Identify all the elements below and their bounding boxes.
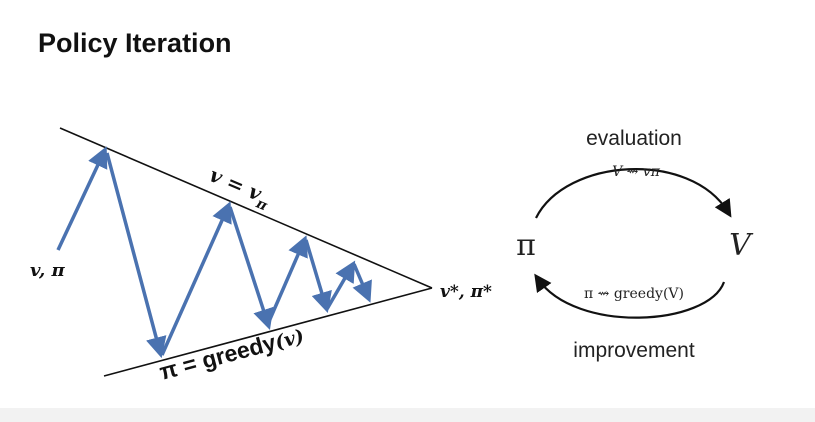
bottom-line-pi-greedy — [103, 287, 433, 377]
slide-title: Policy Iteration — [38, 28, 232, 58]
top-line-v-equals-vpi — [59, 127, 433, 289]
convergence-label: v*, π* — [440, 282, 492, 302]
arrow-5-up — [265, 235, 308, 327]
arrow-1-up — [56, 146, 108, 251]
arrow-7-up — [325, 260, 356, 310]
v-symbol: V — [729, 228, 754, 263]
bottom-line-label-main: π = greedy — [157, 329, 279, 385]
arrow-2-down — [105, 152, 167, 359]
bottom-line-label: π = greedy(v) — [157, 321, 307, 385]
evaluation-arc — [535, 168, 732, 219]
arrow-4-down — [228, 206, 274, 330]
zigzag-arrows — [56, 146, 372, 359]
improvement-arc — [534, 273, 726, 319]
pi-symbol: π — [516, 228, 536, 263]
improvement-formula: π ⇝ greedy(V) — [584, 286, 684, 302]
evaluation-formula: V ⇝ vπ — [612, 164, 661, 180]
footer-band — [0, 408, 815, 422]
svg-text:v = vπ: v = vπ — [204, 163, 275, 215]
arrow-8-down — [352, 263, 372, 303]
arrow-3-up — [160, 201, 232, 356]
arrow-6-down — [304, 239, 332, 314]
top-line-label-base: v = v — [206, 163, 265, 206]
evaluation-label: evaluation — [586, 127, 682, 150]
improvement-label: improvement — [573, 339, 695, 362]
start-label: v, π — [30, 260, 66, 281]
svg-text:π = greedy(v): π = greedy(v) — [157, 321, 307, 384]
top-line-label: v = vπ — [204, 163, 275, 215]
